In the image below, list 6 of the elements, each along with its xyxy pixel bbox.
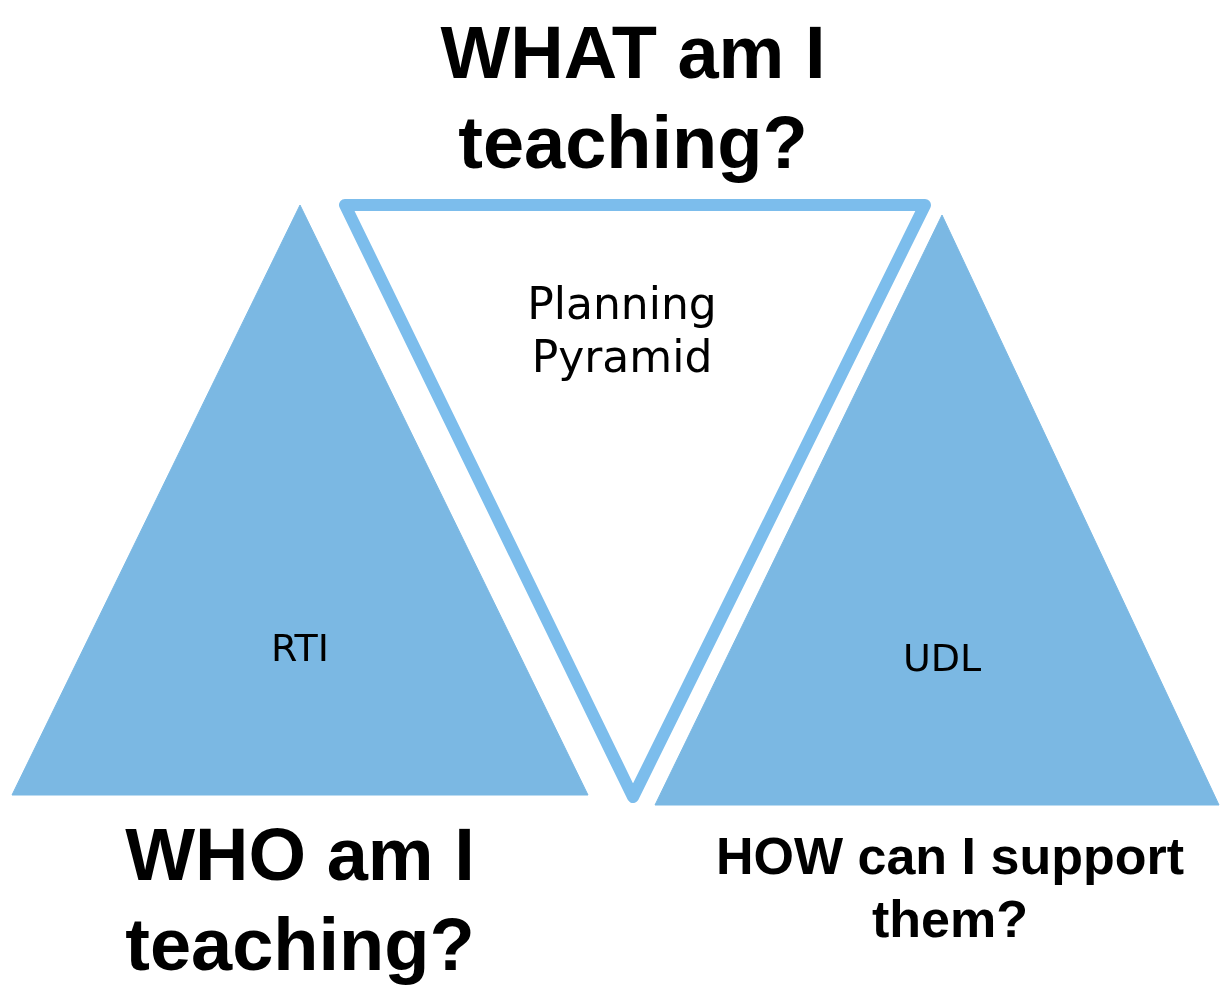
triangle-label: Planning Pyramid [526, 278, 718, 384]
triangle-label: RTI [269, 626, 331, 672]
heading: WHO am I teaching? [124, 812, 476, 989]
heading: HOW can I support them? [715, 826, 1185, 951]
triangle-label: UDL [901, 636, 983, 682]
heading: WHAT am I teaching? [439, 10, 827, 187]
